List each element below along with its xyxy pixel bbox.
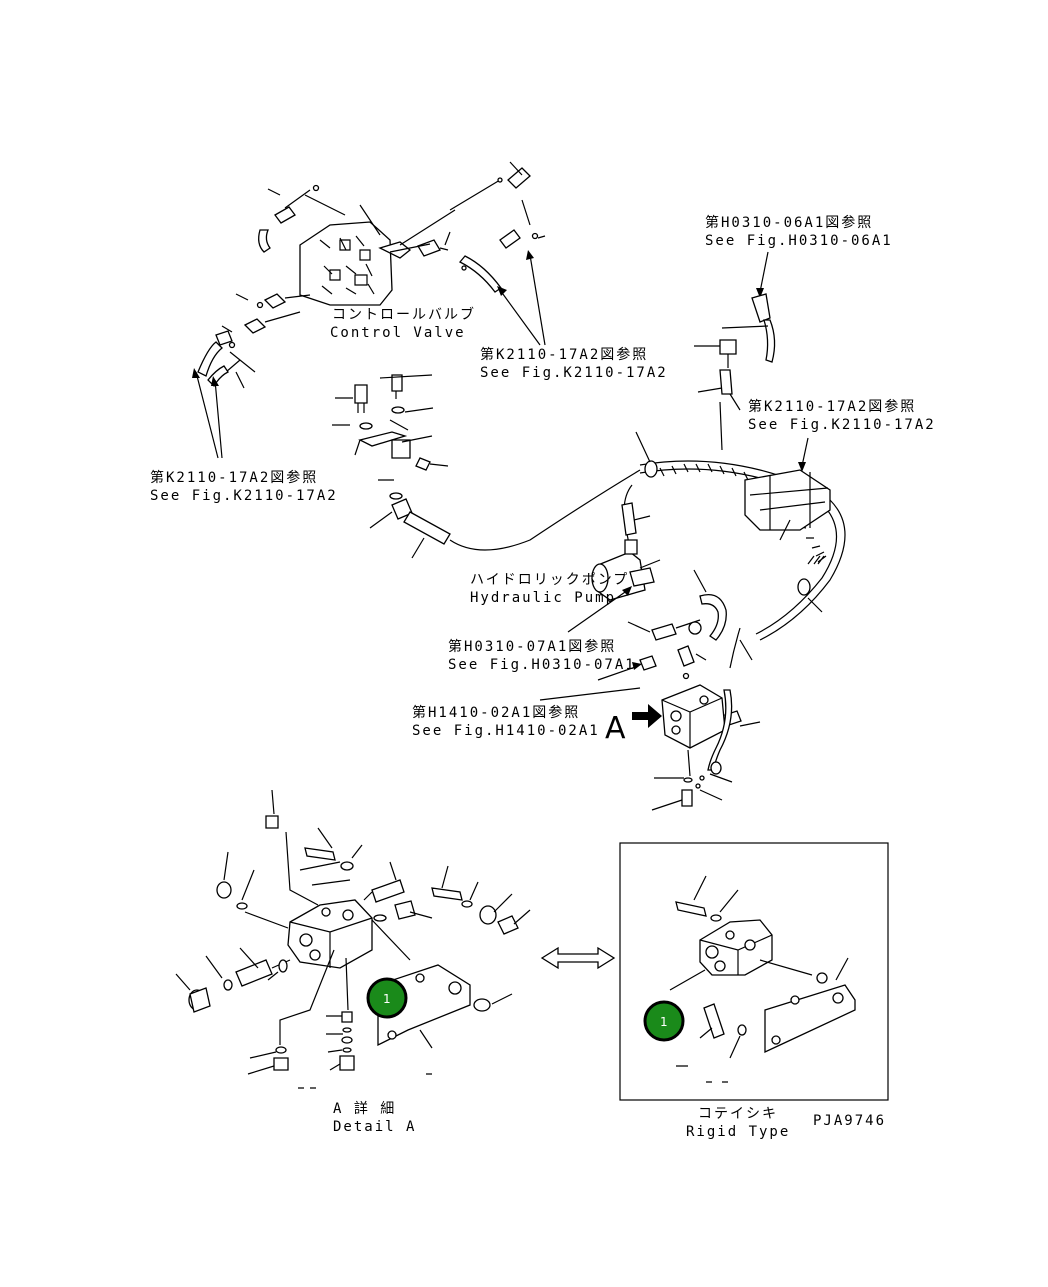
rigid-type-assembly: [669, 875, 856, 1083]
bracket-assembly: [332, 374, 451, 559]
view-a-label: A: [605, 711, 626, 746]
callout-marker-detail-a-label: 1: [383, 992, 391, 1006]
detail-a-label-jp: A 詳 細: [333, 1101, 396, 1117]
detail-a-label-en: Detail A: [333, 1119, 416, 1135]
control-valve-label-jp: コントロールバルブ: [332, 306, 476, 323]
ref-k2110-left-en: See Fig.K2110-17A2: [150, 488, 338, 504]
ref-leader-h0310-06: [694, 251, 776, 411]
hydraulic-pump: [591, 539, 661, 601]
hose-line: [449, 469, 641, 551]
hydraulic-pump-label-en: Hydraulic Pump: [470, 590, 616, 606]
ref-leader-k2110-right: [798, 437, 809, 472]
wire-harness: [635, 401, 846, 641]
callout-marker-detail-a[interactable]: 1: [366, 977, 408, 1019]
control-valve-lines: [399, 161, 546, 293]
double-arrow: [540, 946, 616, 970]
ref-h0310-07-en: See Fig.H0310-07A1: [448, 657, 636, 673]
rigid-type-box: [619, 842, 889, 1101]
ref-k2110-left-jp: 第K2110-17A2図参照: [150, 469, 318, 486]
ppc-lines: [627, 569, 753, 680]
ref-leader-pump: [567, 586, 632, 633]
ref-k2110-right-jp: 第K2110-17A2図参照: [748, 398, 916, 415]
rigid-type-label-en: Rigid Type: [686, 1124, 790, 1140]
ppc-valve: [661, 684, 761, 777]
ppc-small-parts: [651, 773, 733, 811]
ref-h0310-06-en: See Fig.H0310-06A1: [705, 233, 893, 249]
ref-leader-h1410: [539, 687, 641, 701]
ref-leader-h0310-07: [597, 662, 642, 681]
ref-h0310-07-jp: 第H0310-07A1図参照: [448, 638, 616, 655]
ref-h1410-en: See Fig.H1410-02A1: [412, 723, 600, 739]
rigid-type-label-jp: コテイシキ: [698, 1106, 778, 1122]
drawing-code: PJA9746: [813, 1113, 886, 1129]
ref-leader-top: [497, 250, 546, 346]
ref-k2110-top-jp: 第K2110-17A2図参照: [480, 346, 648, 363]
ref-k2110-right-en: See Fig.K2110-17A2: [748, 417, 936, 433]
view-a-arrow: [632, 704, 662, 728]
control-valve-label-en: Control Valve: [330, 325, 466, 341]
ref-leader-left: [192, 368, 223, 459]
ref-h1410-jp: 第H1410-02A1図参照: [412, 704, 580, 721]
hydraulic-pump-label-jp: ハイドロリックポンプ: [470, 572, 629, 588]
detail-a: [175, 789, 531, 1089]
callout-marker-rigid-type-label: 1: [660, 1015, 668, 1029]
ref-h0310-06-jp: 第H0310-06A1図参照: [705, 214, 873, 231]
control-valve-assembly: [197, 184, 449, 389]
callout-marker-rigid-type[interactable]: 1: [643, 1000, 685, 1042]
ref-k2110-top-en: See Fig.K2110-17A2: [480, 365, 668, 381]
